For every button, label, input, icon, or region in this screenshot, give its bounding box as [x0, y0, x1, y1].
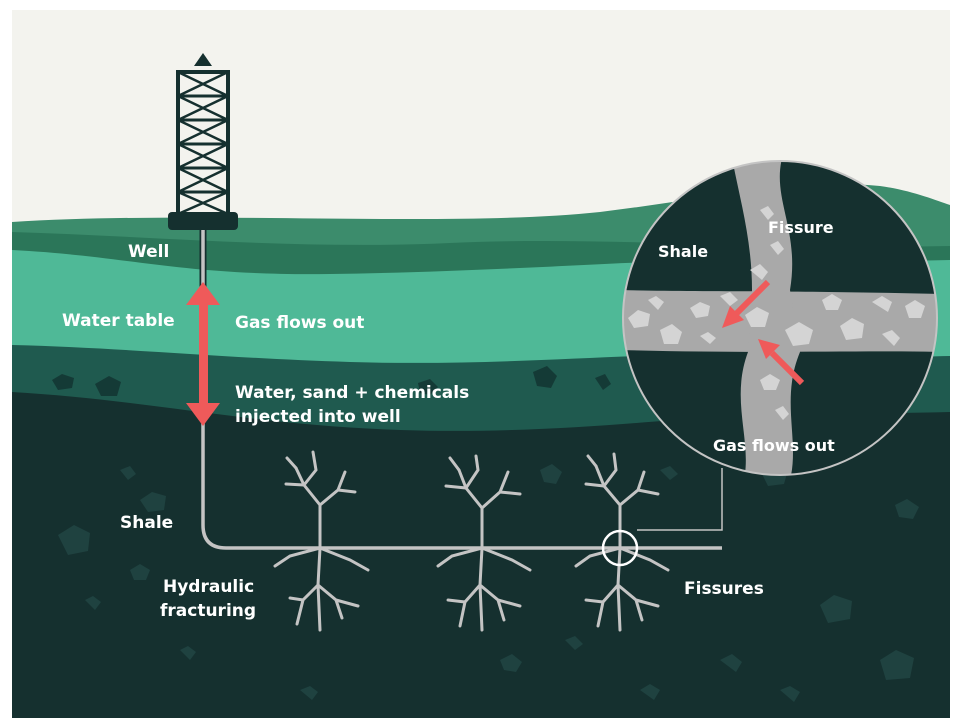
inset-gas-arrows [722, 279, 805, 386]
fissures-label: Fissures [684, 579, 764, 599]
gas-flows-out-label: Gas flows out [235, 313, 364, 333]
inset-fissure-label: Fissure [768, 218, 834, 237]
hydraulic-label-line2: fracturing [160, 601, 256, 621]
hydraulic-label-line1: Hydraulic [163, 577, 254, 597]
inset-gas-flows-out-label: Gas flows out [713, 436, 835, 455]
rocks-upper [52, 366, 611, 396]
shale-label: Shale [120, 513, 173, 533]
fracture-1 [273, 450, 370, 632]
inset-sand-particles [628, 206, 925, 420]
well-label: Well [128, 242, 169, 262]
injected-label-line2: injected into well [235, 407, 401, 427]
inset-border [622, 160, 938, 476]
fracture-3 [574, 452, 670, 632]
well-pipe [201, 228, 722, 550]
fissure-highlight-circle [601, 529, 639, 567]
fracture-2 [436, 454, 532, 632]
inset-shale-label: Shale [658, 242, 708, 261]
drilling-tower [168, 53, 238, 230]
injection-arrow [186, 282, 220, 426]
injected-label-line1: Water, sand + chemicals [235, 383, 469, 403]
callout-connector [637, 468, 723, 531]
magnified-inset: Shale Fissure Gas flows out [622, 160, 938, 476]
water-table-label: Water table [62, 311, 175, 331]
